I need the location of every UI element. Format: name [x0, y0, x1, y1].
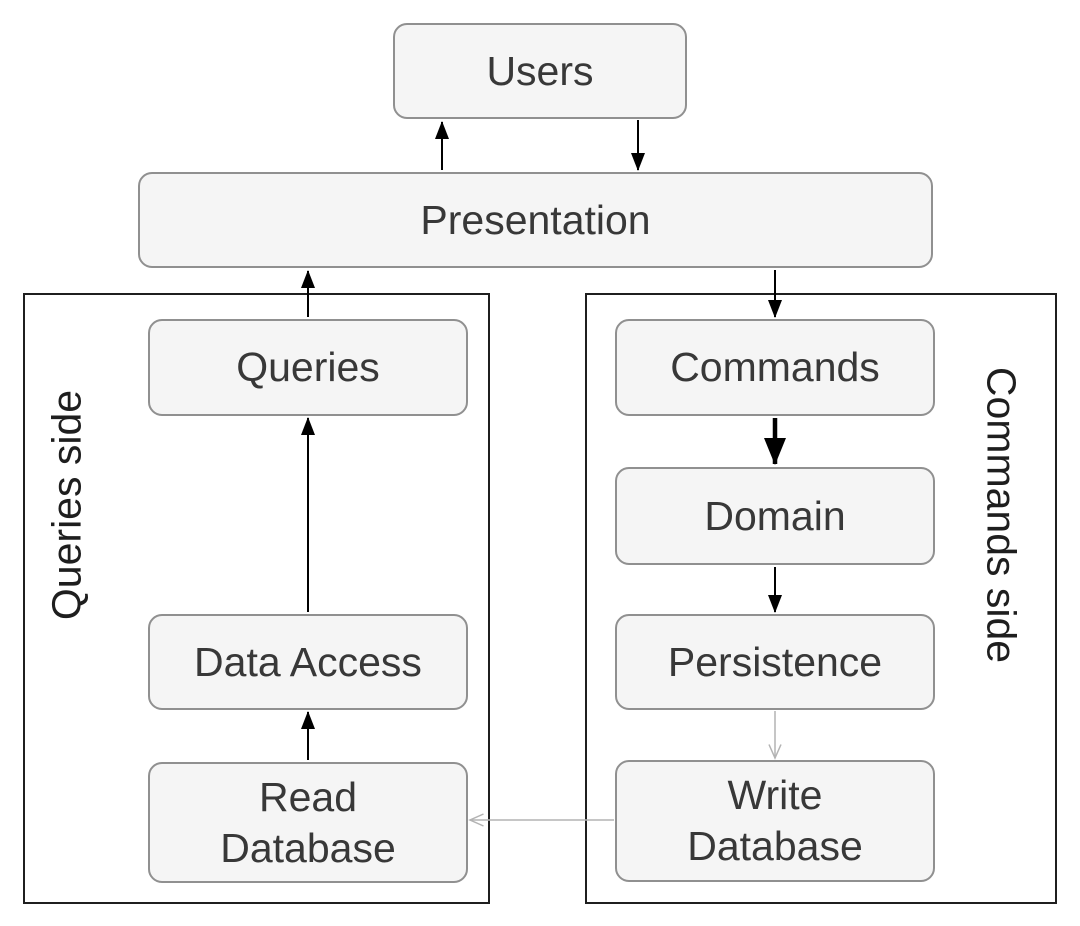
- node-write-database-label: Write Database: [687, 772, 863, 869]
- node-data-access-label: Data Access: [194, 638, 422, 685]
- node-domain-label: Domain: [704, 492, 846, 539]
- node-data-access: Data Access: [148, 614, 468, 710]
- node-persistence-label: Persistence: [667, 638, 883, 685]
- queries-side-container: [23, 293, 490, 904]
- commands-side-label: Commands side: [978, 366, 1025, 664]
- node-read-database: Read Database: [148, 762, 468, 883]
- node-presentation: Presentation: [138, 172, 933, 268]
- node-queries: Queries: [148, 319, 468, 416]
- commands-side-container: [585, 293, 1057, 904]
- node-presentation-label: Presentation: [420, 196, 651, 243]
- node-users: Users: [393, 23, 687, 119]
- node-domain: Domain: [615, 467, 935, 565]
- queries-side-label: Queries side: [43, 389, 90, 621]
- node-read-database-label: Read Database: [220, 773, 396, 871]
- node-queries-label: Queries: [236, 344, 380, 391]
- node-users-label: Users: [486, 47, 594, 94]
- node-persistence: Persistence: [615, 614, 935, 710]
- node-commands: Commands: [615, 319, 935, 416]
- node-commands-label: Commands: [670, 344, 880, 391]
- node-write-database: Write Database: [615, 760, 935, 882]
